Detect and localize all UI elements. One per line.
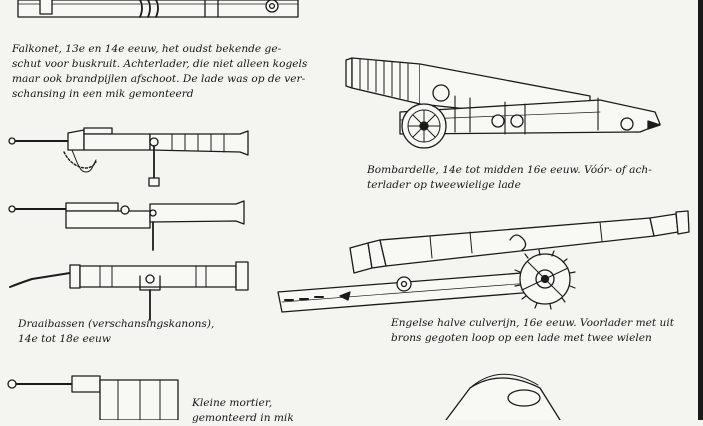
mortier-drawing [8,376,178,420]
caption-line: gemonteerd in mik [192,412,294,424]
caption-line: terlader op tweewielige lade [367,179,521,191]
caption-mortier: Kleine mortier, gemonteerd in mik [192,396,294,426]
caption-draaibassen: Draaibassen (verschansingskanons), 14e t… [18,317,214,347]
caption-culverijn: Engelse halve culverijn, 16e eeuw. Voorl… [391,316,674,346]
caption-line: Draaibassen (verschansingskanons), [18,318,215,330]
caption-line: maar ook brandpijlen afschoot. De lade w… [12,73,306,85]
caption-line: schut voor buskruit. Achterlader, die ni… [12,58,308,70]
draaibas-3-drawing [10,262,248,320]
culverijn-drawing [278,211,689,312]
draaibas-2-drawing [9,201,244,250]
caption-line: Bombardelle, 14e tot midden 16e eeuw. Vó… [367,164,652,176]
bombardelle-drawing [346,58,660,148]
falkonet-drawing [18,0,298,17]
draaibas-1-drawing [9,128,248,186]
caption-falkonet: Falkonet, 13e en 14e eeuw, het oudst bek… [12,42,307,102]
caption-bombardelle: Bombardelle, 14e tot midden 16e eeuw. Vó… [367,163,652,193]
page-edge-shadow [698,0,703,420]
partial-mortar-drawing [446,374,560,420]
caption-line: schansing in een mik gemonteerd [12,88,194,100]
caption-line: 14e tot 18e eeuw [18,333,111,345]
caption-line: Falkonet, 13e en 14e eeuw, het oudst bek… [12,43,282,55]
caption-line: Engelse halve culverijn, 16e eeuw. Voorl… [391,317,675,329]
caption-line: Kleine mortier, [192,397,273,409]
caption-line: brons gegoten loop op een lade met twee … [391,332,652,344]
